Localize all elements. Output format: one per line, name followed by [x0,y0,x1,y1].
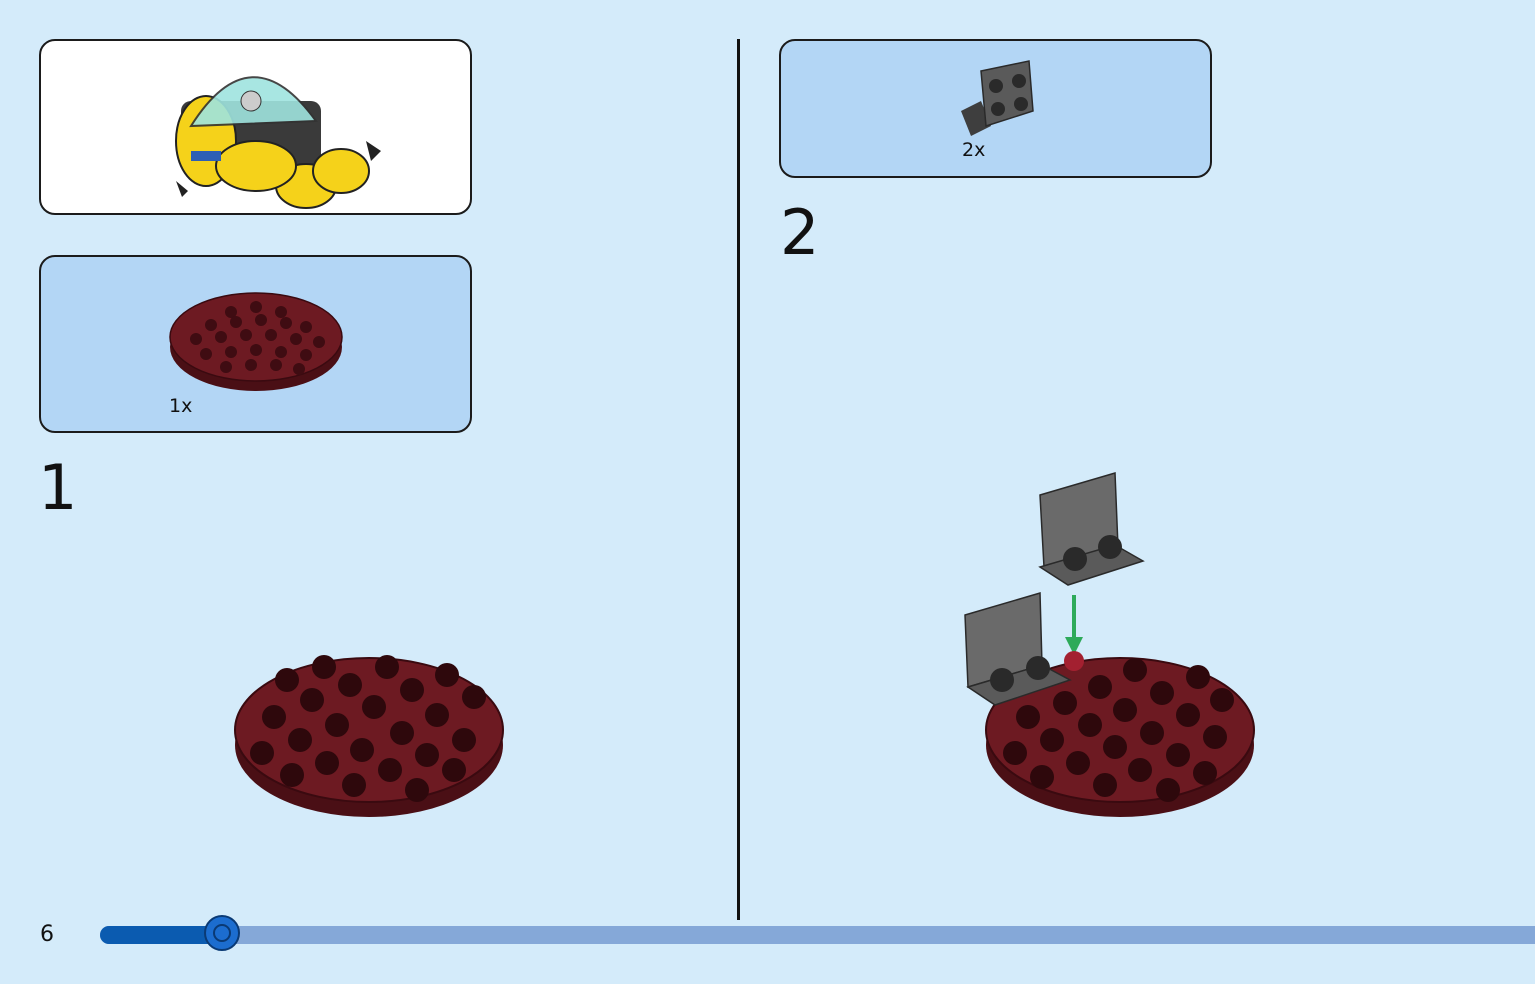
model-preview-box [39,39,472,215]
step-1-part-quantity: 1x [169,395,193,417]
page-number: 6 [40,922,54,947]
column-divider [737,39,740,920]
step-2-number: 2 [780,196,820,269]
step-1-parts-box: 1x [39,255,472,433]
bracket-part-icon [961,60,1034,136]
progress-track [100,926,1535,944]
step-1-number: 1 [38,451,78,524]
progress-knob[interactable] [204,915,240,951]
step-2-part-quantity: 2x [962,139,986,161]
round-plate-part-icon [169,292,343,391]
step-2-assembly-image [964,472,1255,817]
submarine-model-image [175,76,381,209]
step-1-assembly-image [234,655,504,817]
step-2-parts-box: 2x [779,39,1212,178]
progress-fill [100,926,222,944]
